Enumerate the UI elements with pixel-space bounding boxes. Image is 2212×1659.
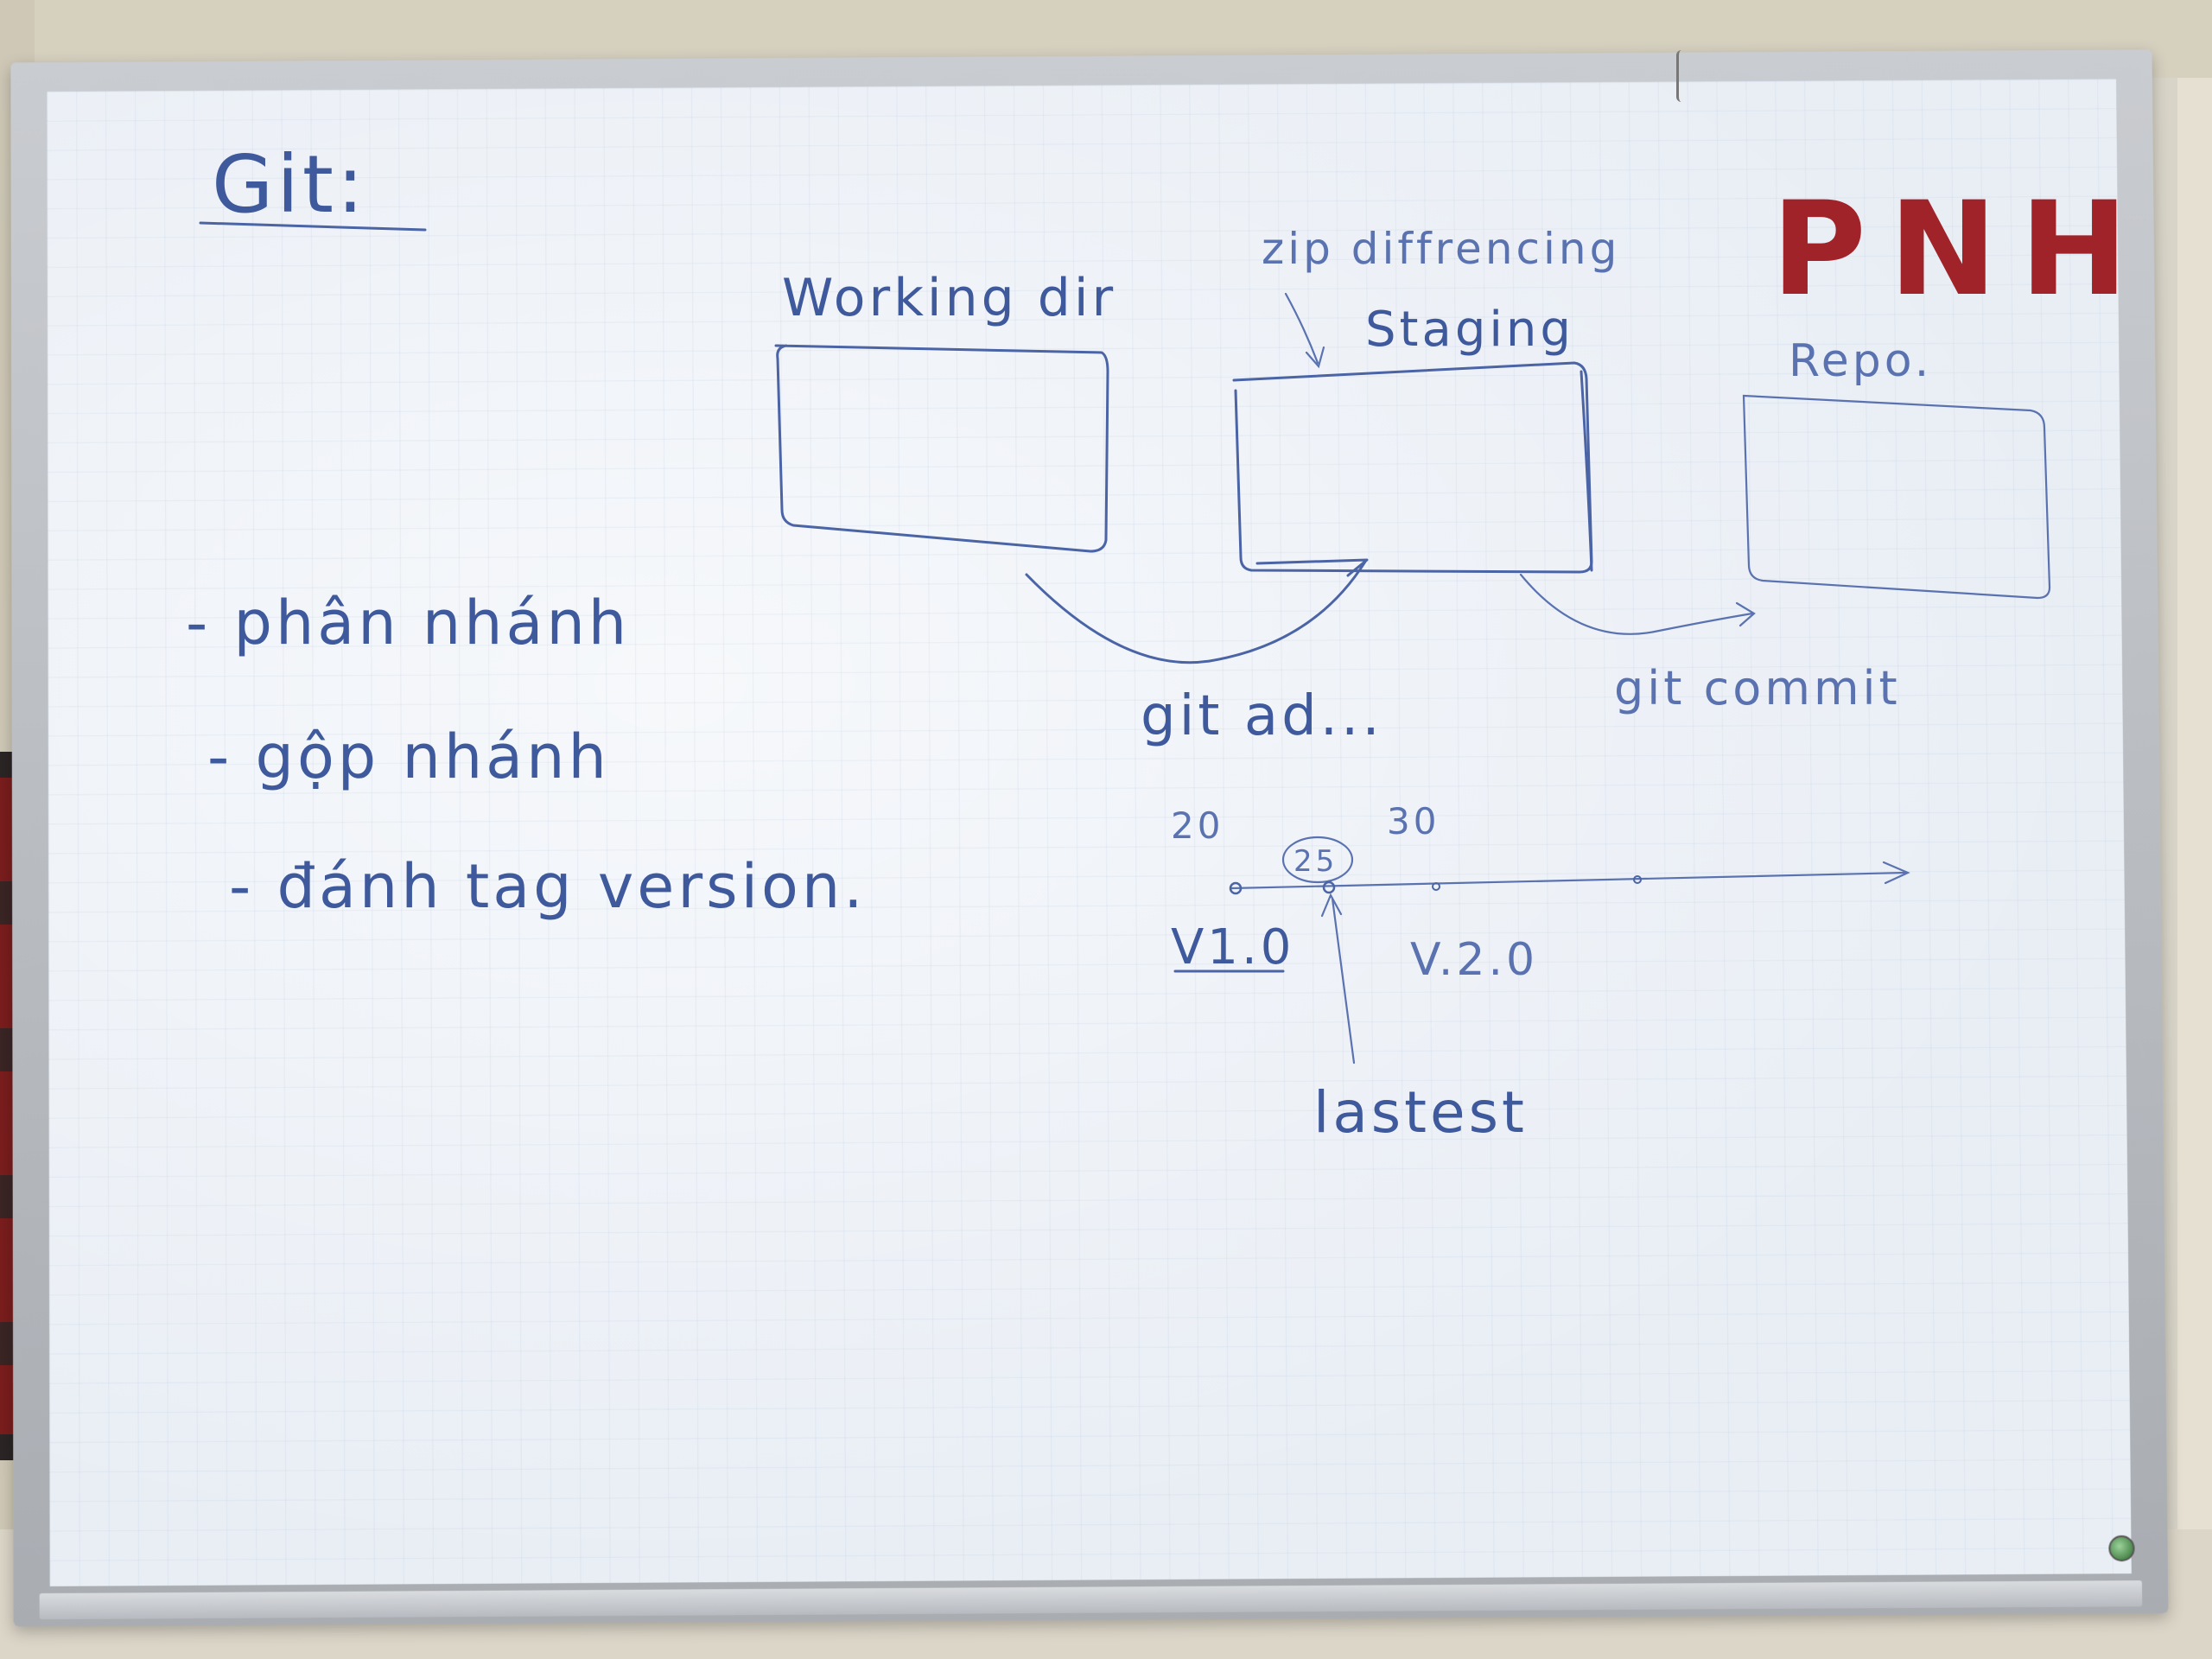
bullet-merging: - gộp nhánh	[207, 721, 610, 792]
git-add-label: git ad...	[1141, 684, 1383, 748]
git-commit-label: git commit	[1614, 661, 1901, 715]
timeline-dot-30	[1432, 882, 1440, 891]
staging-box	[1232, 361, 1593, 574]
timeline-dot-25	[1322, 880, 1336, 894]
git-commit-arrowhead	[1735, 601, 1756, 627]
git-add-arrow	[1025, 560, 1367, 664]
staging-label: Staging	[1365, 302, 1574, 358]
tag-v2-label: V.2.0	[1410, 934, 1538, 986]
timeline-label-20: 20	[1171, 804, 1224, 847]
timeline-label-25: 25	[1294, 844, 1338, 879]
repo-box	[1742, 394, 2051, 600]
timeline-dot-next	[1633, 875, 1642, 884]
timeline-axis	[1230, 871, 1907, 890]
zip-note-label: zip diffrencing	[1262, 224, 1620, 274]
latest-pointer-line	[1331, 897, 1356, 1065]
logo-text: PNH	[1771, 175, 2151, 325]
title-underline	[199, 221, 427, 232]
latest-pointer-arrowhead	[1320, 893, 1343, 918]
latest-label: lastest	[1313, 1079, 1528, 1146]
git-add-arrowhead	[1255, 558, 1369, 577]
staging-box-edge	[1580, 370, 1593, 572]
timeline-arrowhead	[1882, 861, 1910, 885]
bullet-tag-version: - đánh tag version.	[229, 851, 866, 922]
tag-v1-label: V1.0	[1171, 919, 1294, 976]
bullet-branching: - phân nhánh	[186, 588, 630, 658]
repo-label: Repo.	[1789, 335, 1932, 387]
working-dir-box	[774, 344, 1109, 553]
zip-arrow	[1284, 292, 1319, 365]
circle-25	[1281, 836, 1354, 884]
git-commit-arrow	[1519, 573, 1754, 635]
working-dir-label: Working dir	[782, 268, 1116, 328]
hook-icon	[1676, 50, 1688, 102]
zip-arrowhead	[1305, 346, 1325, 369]
board-title: Git:	[212, 138, 367, 231]
timeline-dot-20	[1229, 881, 1243, 895]
timeline-label-30: 30	[1387, 800, 1440, 842]
wall-right	[2177, 78, 2212, 1659]
